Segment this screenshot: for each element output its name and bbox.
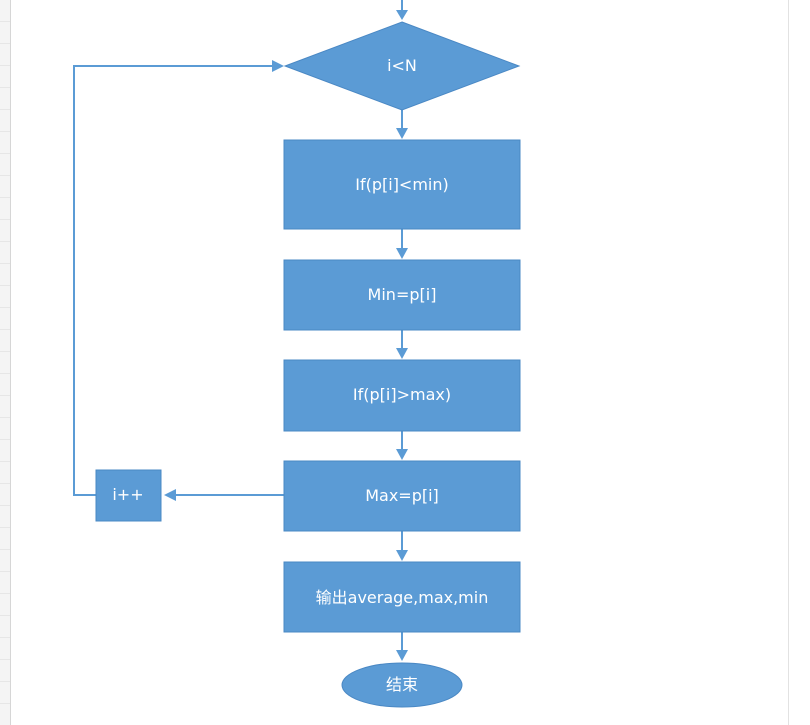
process-check-max: If(p[i]>max) (283, 359, 521, 432)
process-assign-max: Max=p[i] (283, 460, 521, 532)
process-output: 输出average,max,min (283, 561, 521, 633)
process-output-box (283, 561, 521, 633)
arrowhead-loop-back (272, 60, 284, 72)
decision-loop-condition: i<N (283, 21, 521, 111)
page-left-margin (0, 0, 11, 725)
process-output-label: 输出average,max,min (316, 588, 489, 607)
terminal-end-ellipse (341, 662, 463, 708)
arrowhead-assign-min (396, 248, 408, 259)
arrowhead-output (396, 550, 408, 561)
page-right-edge (788, 0, 789, 725)
process-check-max-label: If(p[i]>max) (353, 385, 451, 404)
terminal-end-label: 结束 (386, 675, 418, 694)
process-check-min-label: If(p[i]<min) (355, 175, 449, 194)
process-check-max-box (283, 359, 521, 432)
process-assign-max-label: Max=p[i] (365, 486, 439, 505)
arrowhead-incoming (396, 10, 408, 20)
process-check-min: If(p[i]<min) (283, 139, 521, 230)
arrowhead-end (396, 650, 408, 661)
process-check-min-box (283, 139, 521, 230)
connector-loop-back (73, 65, 274, 496)
process-increment-label: i++ (112, 485, 143, 504)
process-increment-box (95, 469, 162, 522)
connectors (73, 0, 408, 661)
process-increment: i++ (95, 469, 162, 522)
process-assign-min-label: Min=p[i] (368, 285, 437, 304)
decision-diamond (283, 21, 521, 111)
terminal-end: 结束 (341, 662, 463, 708)
arrowhead-check-min (396, 128, 408, 139)
process-assign-min: Min=p[i] (283, 259, 521, 331)
arrowhead-check-max (396, 348, 408, 359)
process-assign-min-box (283, 259, 521, 331)
process-assign-max-box (283, 460, 521, 532)
arrowhead-increment (164, 489, 176, 501)
decision-loop-condition-label: i<N (387, 56, 417, 75)
arrowhead-assign-max (396, 449, 408, 460)
